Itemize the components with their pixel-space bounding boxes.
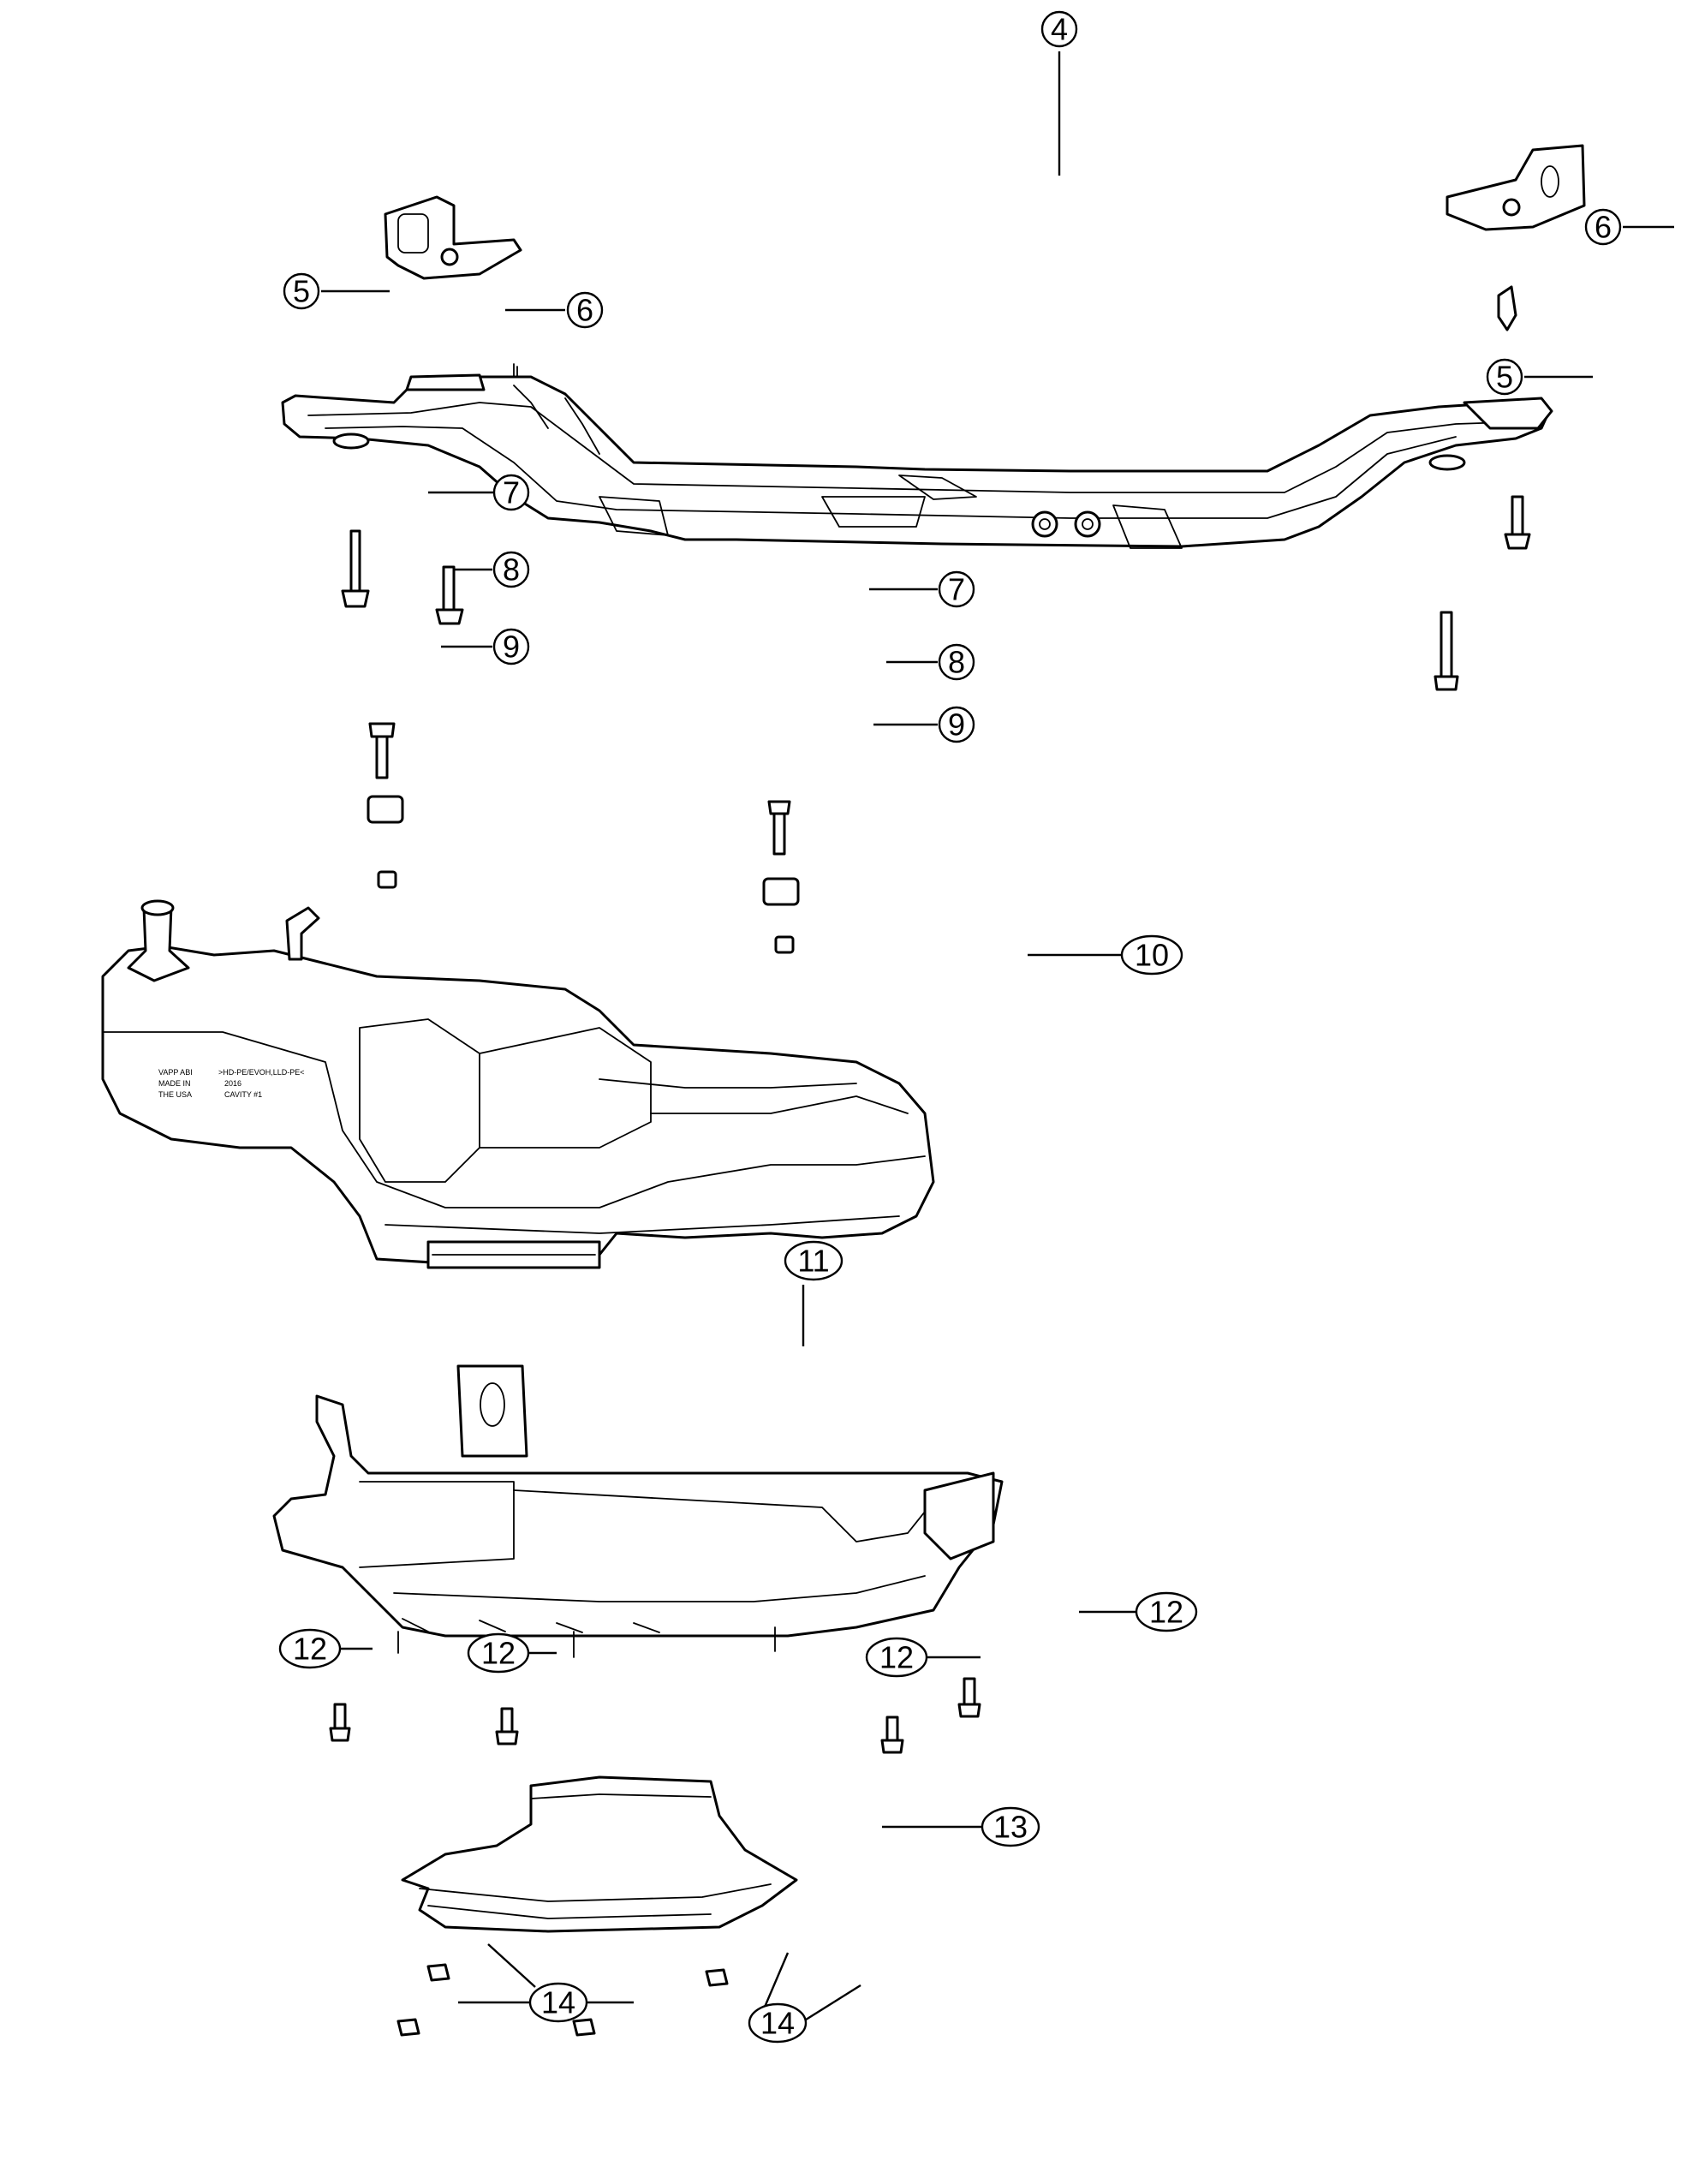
callout-12-mid-right: 12 [865, 1637, 928, 1678]
skid-plate-bolts [329, 1677, 981, 1754]
callout-14-left: 14 [528, 1982, 588, 2023]
callout-14-number: 14 [541, 1985, 575, 2020]
right-mounting-bracket [1446, 144, 1586, 231]
bolt-with-isolator-left [367, 722, 404, 889]
callout-11: 11 [784, 1240, 844, 1281]
callout-8-number: 8 [948, 645, 965, 680]
callout-9-number: 9 [503, 630, 520, 665]
callout-12-number: 12 [481, 1636, 516, 1671]
long-bolt-left [341, 529, 370, 608]
bolt-right-upper [1504, 495, 1531, 550]
callout-12-number: 12 [879, 1640, 914, 1675]
left-mounting-bracket [384, 195, 522, 280]
fuel-tank: VAPP ABI MADE IN THE USA >HD-PE/EVOH,LLD… [101, 899, 935, 1269]
callout-7-right: 7 [938, 570, 975, 608]
callout-7-left: 7 [492, 474, 530, 511]
tank-skid-plate [272, 1364, 1004, 1658]
callout-14-number: 14 [760, 2006, 795, 2041]
callout-4: 4 [1040, 10, 1078, 48]
short-bolt-left [435, 565, 464, 625]
callout-6-number: 6 [1595, 210, 1612, 245]
crossmember-frame [281, 363, 1553, 549]
callout-13: 13 [981, 1806, 1040, 1847]
callout-9-left: 9 [492, 628, 530, 665]
tank-label-line4: >HD-PE/EVOH,LLD-PE< [218, 1068, 305, 1077]
leader-lines [321, 51, 1674, 2023]
callout-8-left: 8 [492, 551, 530, 588]
push-pin-fastener [1497, 285, 1517, 331]
callout-5-right: 5 [1486, 358, 1523, 396]
callout-7-number: 7 [503, 475, 520, 510]
tank-label-line2: MADE IN [158, 1079, 191, 1088]
callout-12-number: 12 [1149, 1595, 1183, 1630]
callout-13-number: 13 [993, 1810, 1028, 1845]
callout-6-left: 6 [566, 291, 604, 329]
heat-shield-nuts [396, 1963, 729, 2037]
tank-label-line6: CAVITY #1 [224, 1090, 262, 1099]
callout-6-right: 6 [1584, 208, 1622, 246]
callout-4-number: 4 [1051, 12, 1068, 47]
callout-11-number: 11 [797, 1244, 829, 1279]
callout-5-number: 5 [1496, 360, 1513, 395]
bolt-with-isolator-center [762, 800, 800, 954]
callout-7-number: 7 [948, 572, 965, 607]
callout-10-number: 10 [1135, 938, 1169, 973]
callout-9-number: 9 [948, 707, 965, 743]
callout-14-right: 14 [748, 2002, 808, 2044]
tank-label-line1: VAPP ABI [158, 1068, 193, 1077]
tank-label-line5: 2016 [224, 1079, 241, 1088]
callout-5-left: 5 [283, 272, 320, 310]
callout-8-right: 8 [938, 643, 975, 681]
tank-label-line3: THE USA [158, 1090, 192, 1099]
callout-12-number: 12 [293, 1632, 327, 1667]
long-bolt-right [1434, 611, 1459, 691]
callout-12-left: 12 [278, 1628, 342, 1669]
callout-12-right: 12 [1135, 1591, 1198, 1632]
callout-12-center: 12 [467, 1632, 530, 1674]
heat-shield [401, 1775, 798, 1933]
callout-8-number: 8 [503, 552, 520, 588]
callout-10: 10 [1120, 934, 1183, 976]
callout-5-number: 5 [293, 274, 310, 309]
callout-6-number: 6 [576, 293, 593, 328]
callout-9-right: 9 [938, 706, 975, 743]
